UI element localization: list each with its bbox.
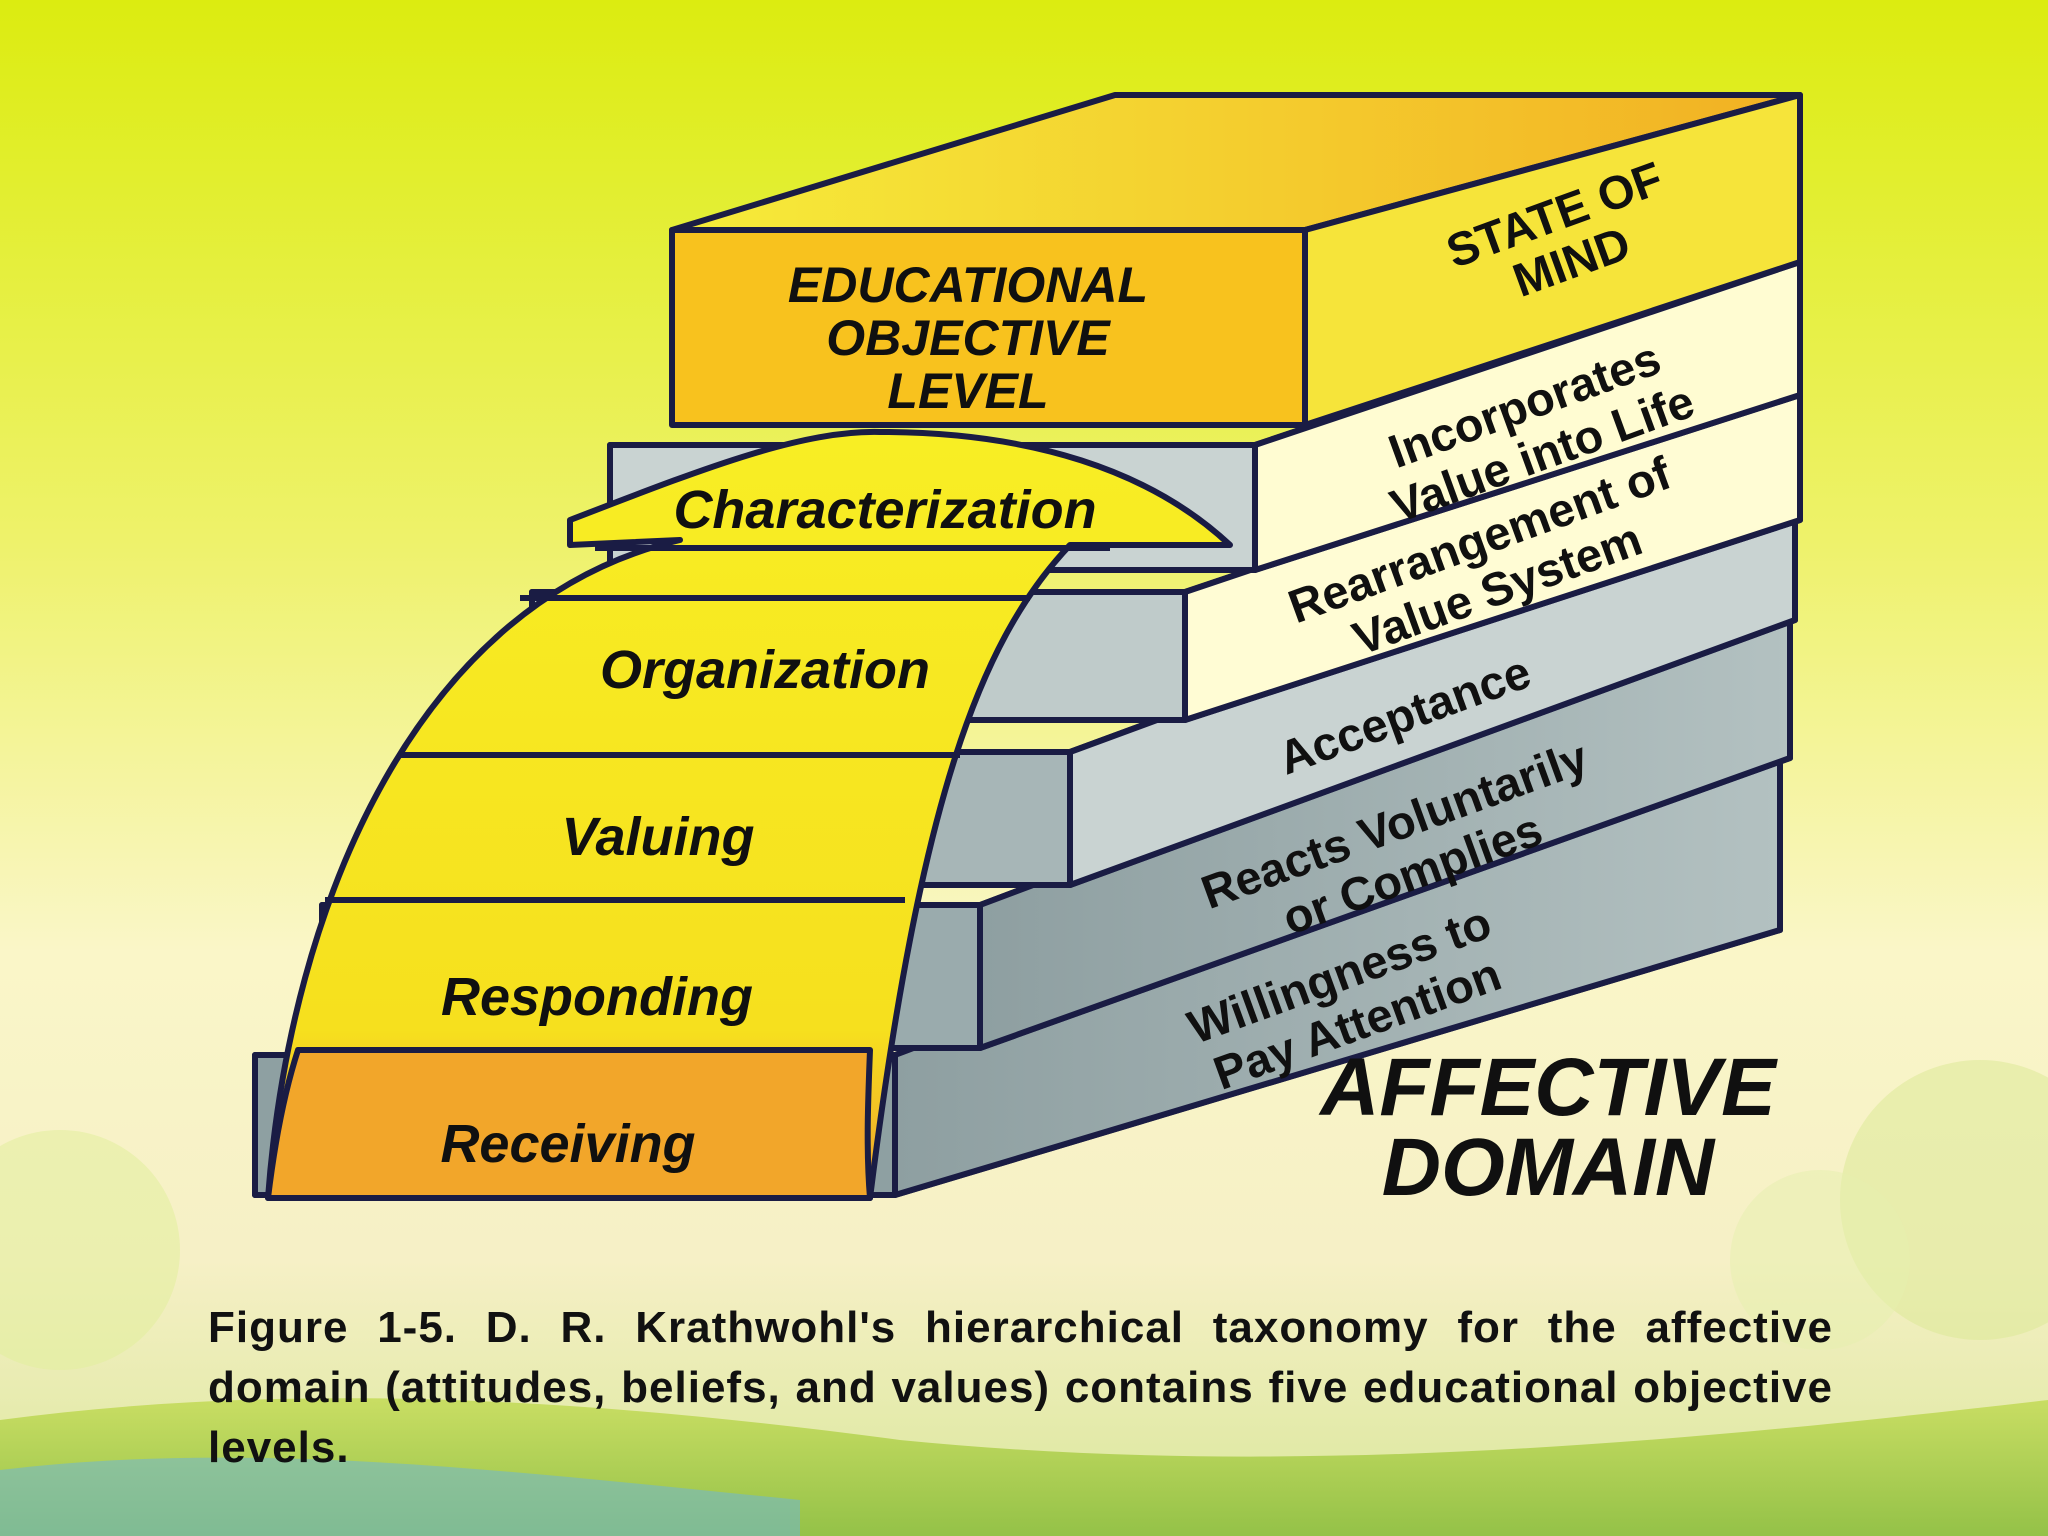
level-title-line-2: OBJECTIVE bbox=[826, 310, 1111, 366]
header-block bbox=[669, 92, 1803, 428]
domain-label-line-1: AFFECTIVE bbox=[1318, 1042, 1778, 1133]
domain-label-line-2: DOMAIN bbox=[1382, 1122, 1716, 1213]
level-name-organization: Organization bbox=[600, 640, 930, 700]
level-title-line-3: LEVEL bbox=[887, 363, 1048, 419]
level-name-receiving: Receiving bbox=[440, 1114, 695, 1174]
level-title-line-1: EDUCATIONAL bbox=[788, 257, 1148, 313]
figure-caption: Figure 1-5. D. R. Krathwohl's hierarchic… bbox=[208, 1303, 1833, 1472]
level-name-valuing: Valuing bbox=[561, 807, 754, 867]
level-name-characterization: Characterization bbox=[673, 480, 1096, 540]
level-name-responding: Responding bbox=[441, 967, 753, 1027]
level-arch bbox=[265, 428, 1233, 1201]
